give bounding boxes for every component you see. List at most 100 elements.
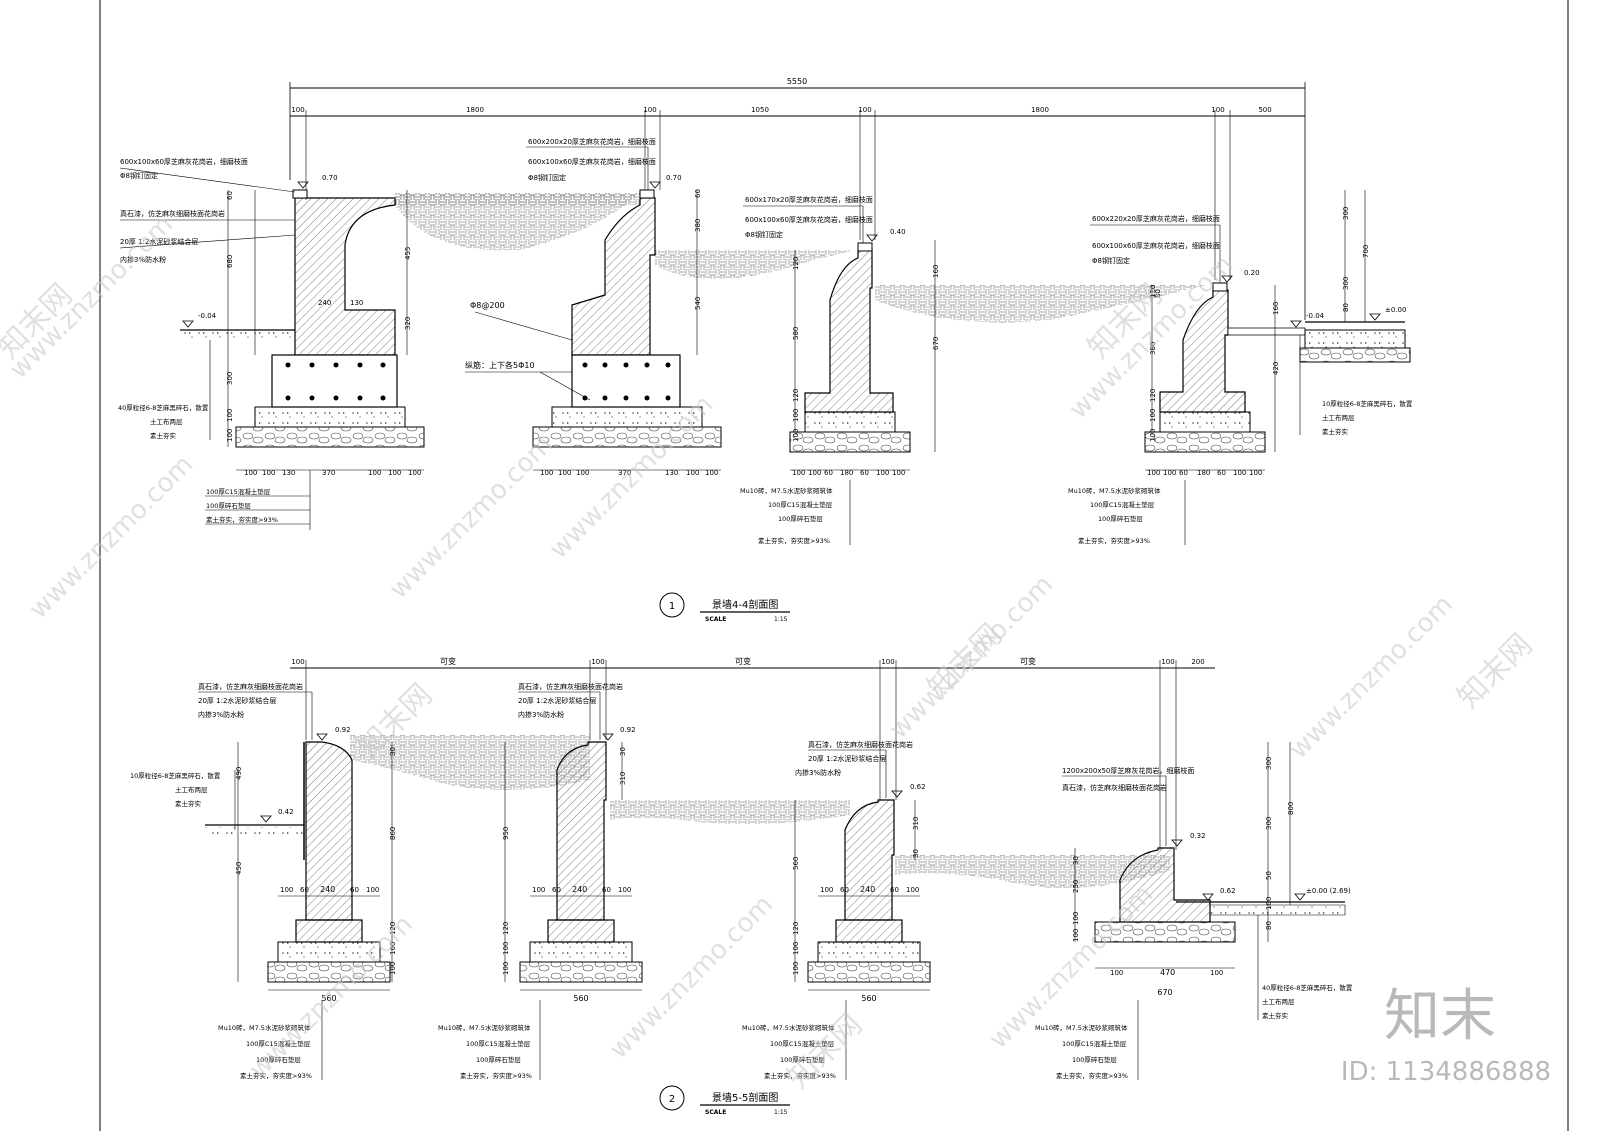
- dim-text: 670: [1157, 988, 1172, 997]
- dim-text: 100: [1211, 106, 1224, 114]
- dim-text: 100: [792, 962, 800, 975]
- dim-text: 420: [1272, 362, 1280, 375]
- layer-text: 素土夯实，夯实度>93%: [758, 536, 830, 545]
- dim-text: 100: [1233, 469, 1246, 477]
- wall-4: [1144, 282, 1306, 453]
- level-text: -0.04: [1306, 312, 1325, 320]
- dim-text: 1800: [1031, 106, 1049, 114]
- dim-text: 100: [389, 962, 397, 975]
- dim-text: 可变: [735, 656, 751, 666]
- dim-text: 100: [389, 942, 397, 955]
- bottom-dims-3: 100 100 60 180 60 100 100: [790, 469, 910, 477]
- section-title-2: 2 景墙5-5剖面图 SCALE 1:15: [659, 1085, 790, 1116]
- dim-text: 60: [602, 886, 611, 894]
- dim-text: 370: [322, 469, 335, 477]
- layer-text: 素土夯实，夯实度>93%: [1078, 536, 1150, 545]
- dim-text: 100: [388, 469, 401, 477]
- dim-text: 560: [573, 994, 588, 1003]
- bottom-dims-4: 100 100 60 180 60 100 100: [1145, 469, 1265, 477]
- wall2-vertical-dims: 60 380 540: [694, 189, 702, 355]
- dim-text: 560: [321, 994, 336, 1003]
- dim-text: 240: [320, 885, 335, 894]
- layer-text: 素土夯实，夯实度>93%: [460, 1071, 532, 1080]
- watermark-text: www.znzmo.com: [384, 430, 559, 605]
- layer-text: 10厚粒径6-8芝麻黑碎石，散置: [1322, 399, 1413, 408]
- dim-text: 240: [318, 299, 331, 307]
- layer-text: 40厚粒径6-8芝麻黑碎石，散置: [1262, 983, 1353, 992]
- dim-text: 100: [368, 469, 381, 477]
- callout-text: 真石漆，仿芝麻灰细磨枝面花岗岩: [120, 209, 225, 218]
- dim-text: 380: [1149, 342, 1157, 355]
- soil-fill-5: [350, 735, 590, 790]
- level-text: 0.92: [620, 726, 636, 734]
- section-4-4: 5550 100 1800 100 1050 100 1800 100 500: [118, 77, 1413, 623]
- section-title: 景墙4-4剖面图: [712, 598, 778, 611]
- dim-text: 60: [860, 469, 869, 477]
- dim-text: 30: [389, 747, 397, 756]
- soil-fill-3: [875, 285, 1205, 323]
- dim-text: 310: [619, 772, 627, 785]
- dim-text: 可变: [1020, 656, 1036, 666]
- level-text: ±0.00: [1385, 306, 1406, 314]
- dim-text: 80: [1265, 921, 1273, 930]
- wall3-vertical-dims: 120 580 120 100 100 160 670: [792, 240, 940, 452]
- dim-text: 100: [502, 962, 510, 975]
- watermark-brand: 知末网: [921, 617, 1009, 705]
- dim-text: 250: [1072, 880, 1080, 893]
- layer-notes-2: 10厚粒径6-8芝麻黑碎石，散置 土工布两层 素土夯实 40厚粒径6-8芝麻黑碎…: [130, 770, 1353, 1020]
- dim-text: 60: [1217, 469, 1226, 477]
- callout-text: 1200x200x50厚芝麻灰花岗岩，细磨枝面: [1062, 766, 1194, 775]
- dim-text: 50: [1265, 871, 1273, 880]
- dim-text: 120: [1149, 389, 1157, 402]
- level-text: 0.70: [322, 174, 338, 182]
- top-dimension-chain-2: 100 可变 100 可变 100 可变 100 200: [290, 656, 1215, 850]
- dim-text: 100: [532, 886, 545, 894]
- foundation-notes-2c: Mu10砖，M7.5水泥砂浆砌筑体 100厚C15混凝土垫层 100厚碎石垫层 …: [742, 1000, 847, 1080]
- dim-text: 100: [366, 886, 379, 894]
- dim-text: 30: [912, 849, 920, 858]
- watermark-text: www.znzmo.com: [24, 450, 199, 625]
- dim-text: 700: [1362, 245, 1370, 258]
- layer-text: Mu10砖，M7.5水泥砂浆砌筑体: [218, 1023, 311, 1032]
- dim-text: 100: [705, 469, 718, 477]
- layer-text: Mu10砖，M7.5水泥砂浆砌筑体: [438, 1023, 531, 1032]
- layer-text: 素土夯实: [1262, 1011, 1289, 1020]
- overall-dimension: 5550: [289, 77, 1306, 320]
- bottom-dims-1: 100 100 130 370 100 100 100: [236, 469, 424, 477]
- dim-text: 200: [1191, 658, 1204, 666]
- foundation-notes-2b: Mu10砖，M7.5水泥砂浆砌筑体 100厚C15混凝土垫层 100厚碎石垫层 …: [438, 1000, 541, 1080]
- soil-fill-7: [895, 855, 1170, 888]
- dim-text: 380: [694, 219, 702, 232]
- dim-text: 500: [1258, 106, 1271, 114]
- scale-label: SCALE: [705, 616, 726, 623]
- watermark-id: ID: 1134886888: [1341, 1057, 1551, 1087]
- dim-text: 100: [280, 886, 293, 894]
- dim-text: 30: [619, 747, 627, 756]
- layer-text: 40厚粒径6-8芝麻黑碎石，散置: [118, 403, 209, 412]
- dim-text: 490: [235, 767, 243, 780]
- soil-fill-6: [610, 800, 850, 824]
- dim-text: 100: [858, 106, 871, 114]
- wall1-vertical-dims: 680 455 320 60 300 100 100 240 130: [226, 190, 412, 447]
- layer-text: 100厚C15混凝土垫层: [770, 1039, 835, 1048]
- layer-text: Mu10砖，M7.5水泥砂浆砌筑体: [740, 486, 833, 495]
- dim-text: 100: [792, 469, 805, 477]
- layer-text: 素土夯实: [150, 431, 177, 440]
- dim-text: 60: [350, 886, 359, 894]
- callout-text: 600x100x60厚芝麻灰花岗岩，细磨枝面: [528, 157, 656, 166]
- dim-text: 60: [824, 469, 833, 477]
- dim-text: 560: [861, 994, 876, 1003]
- dim-text: 120: [792, 257, 800, 270]
- dim-text: 60: [300, 886, 309, 894]
- wall-5-4: [1094, 847, 1346, 943]
- callout-text: Φ8@200: [470, 301, 505, 310]
- layer-text: 100厚C15混凝土垫层: [466, 1039, 531, 1048]
- dim-text: 455: [404, 247, 412, 260]
- dim-text: 100: [291, 106, 304, 114]
- dim-text: 130: [282, 469, 295, 477]
- callout-text: 真石漆，仿芝麻灰细磨枝面花岗岩: [518, 682, 623, 691]
- callout-text: 真石漆，仿芝麻灰细磨枝面花岗岩: [198, 682, 303, 691]
- dim-text: 1800: [466, 106, 484, 114]
- scale-value: 1:15: [774, 1109, 788, 1116]
- dim-text: 120: [1149, 285, 1157, 298]
